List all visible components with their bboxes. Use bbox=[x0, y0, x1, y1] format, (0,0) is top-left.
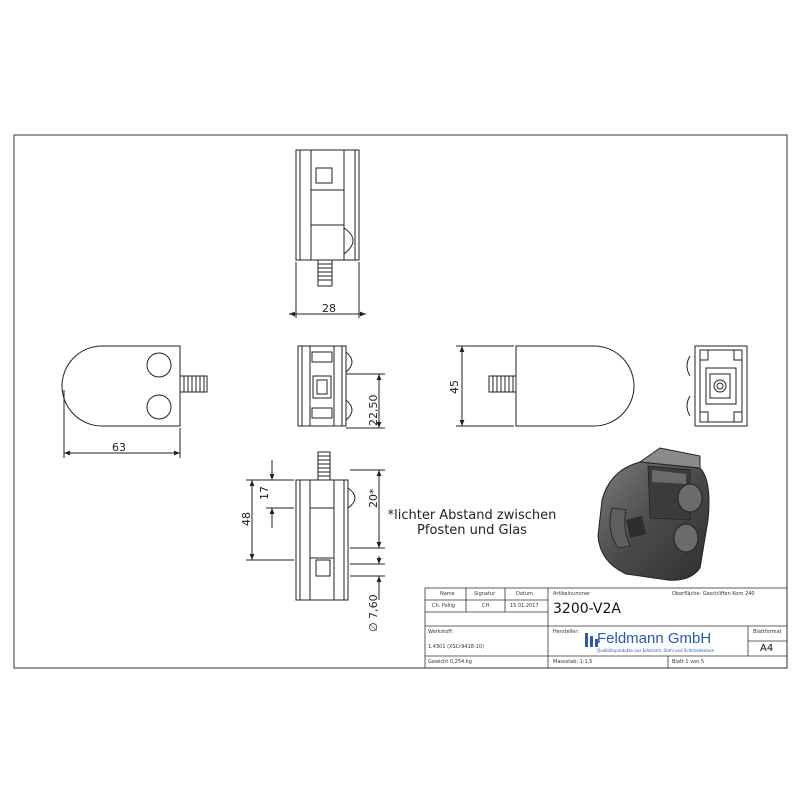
tb-signatur-header: Signatur bbox=[474, 591, 496, 597]
tb-hersteller-header: Hersteller: bbox=[553, 629, 580, 635]
dim-bottom-diameter: ∅ 7,60 bbox=[367, 594, 380, 632]
dim-right-height: 45 bbox=[448, 380, 461, 394]
tb-scale: Massstab: 1:1,5 bbox=[553, 659, 593, 665]
tb-name-value: Ch. Pollig bbox=[432, 603, 456, 609]
bottom-view bbox=[246, 451, 385, 601]
dim-bottom-clearance: 20* bbox=[367, 488, 380, 508]
dim-front-spacing: 22,50 bbox=[367, 395, 380, 427]
tb-weight: Gewicht 0,254 kg bbox=[428, 659, 472, 665]
tb-part-number: 3200-V2A bbox=[553, 601, 621, 617]
tb-surface: Oberfläche: Geschliffen Korn 240 bbox=[672, 591, 755, 597]
tb-werkstoff-header: Werkstoff: bbox=[428, 629, 454, 635]
tb-artikel-header: Artikelnummer bbox=[553, 591, 591, 597]
tb-blattformat-header: Blattformat bbox=[753, 629, 782, 635]
tb-signatur-value: CH bbox=[482, 603, 490, 609]
dim-side-length: 63 bbox=[112, 441, 126, 454]
front-view bbox=[297, 345, 385, 429]
dim-top-width: 28 bbox=[322, 302, 336, 315]
tb-werkstoff-value: 1.4301 (XSCr9418-10) bbox=[428, 644, 485, 650]
isometric-render bbox=[597, 447, 710, 581]
tb-blattformat-value: A4 bbox=[760, 643, 774, 654]
logo-tagline: Qualitätsprodukte aus Edelstahl, Stahl u… bbox=[597, 648, 715, 653]
right-view bbox=[456, 345, 635, 427]
drawing-frame bbox=[13, 134, 788, 669]
tb-datum-header: Datum bbox=[516, 591, 533, 597]
clearance-note: *lichter Abstand zwischen Pfosten und Gl… bbox=[382, 508, 562, 538]
tb-sheet-count: Blatt 1 von 5 bbox=[672, 659, 705, 665]
top-view bbox=[289, 149, 366, 318]
end-view bbox=[686, 345, 748, 427]
dim-bottom-height: 48 bbox=[240, 512, 253, 526]
note-line-1: *lichter Abstand zwischen bbox=[387, 508, 557, 523]
logo-name: Feldmann GmbH bbox=[597, 630, 712, 647]
feldmann-logo: Feldmann GmbH Qualitätsprodukte aus Edel… bbox=[583, 630, 715, 658]
logo-mark bbox=[585, 633, 598, 647]
note-line-2: Pfosten und Glas bbox=[417, 523, 527, 538]
dim-bottom-17: 17 bbox=[258, 486, 271, 500]
tb-name-header: Name bbox=[440, 591, 455, 597]
side-view bbox=[61, 345, 208, 458]
title-block bbox=[424, 587, 788, 669]
tb-datum-value: 15.01.2017 bbox=[510, 603, 539, 609]
